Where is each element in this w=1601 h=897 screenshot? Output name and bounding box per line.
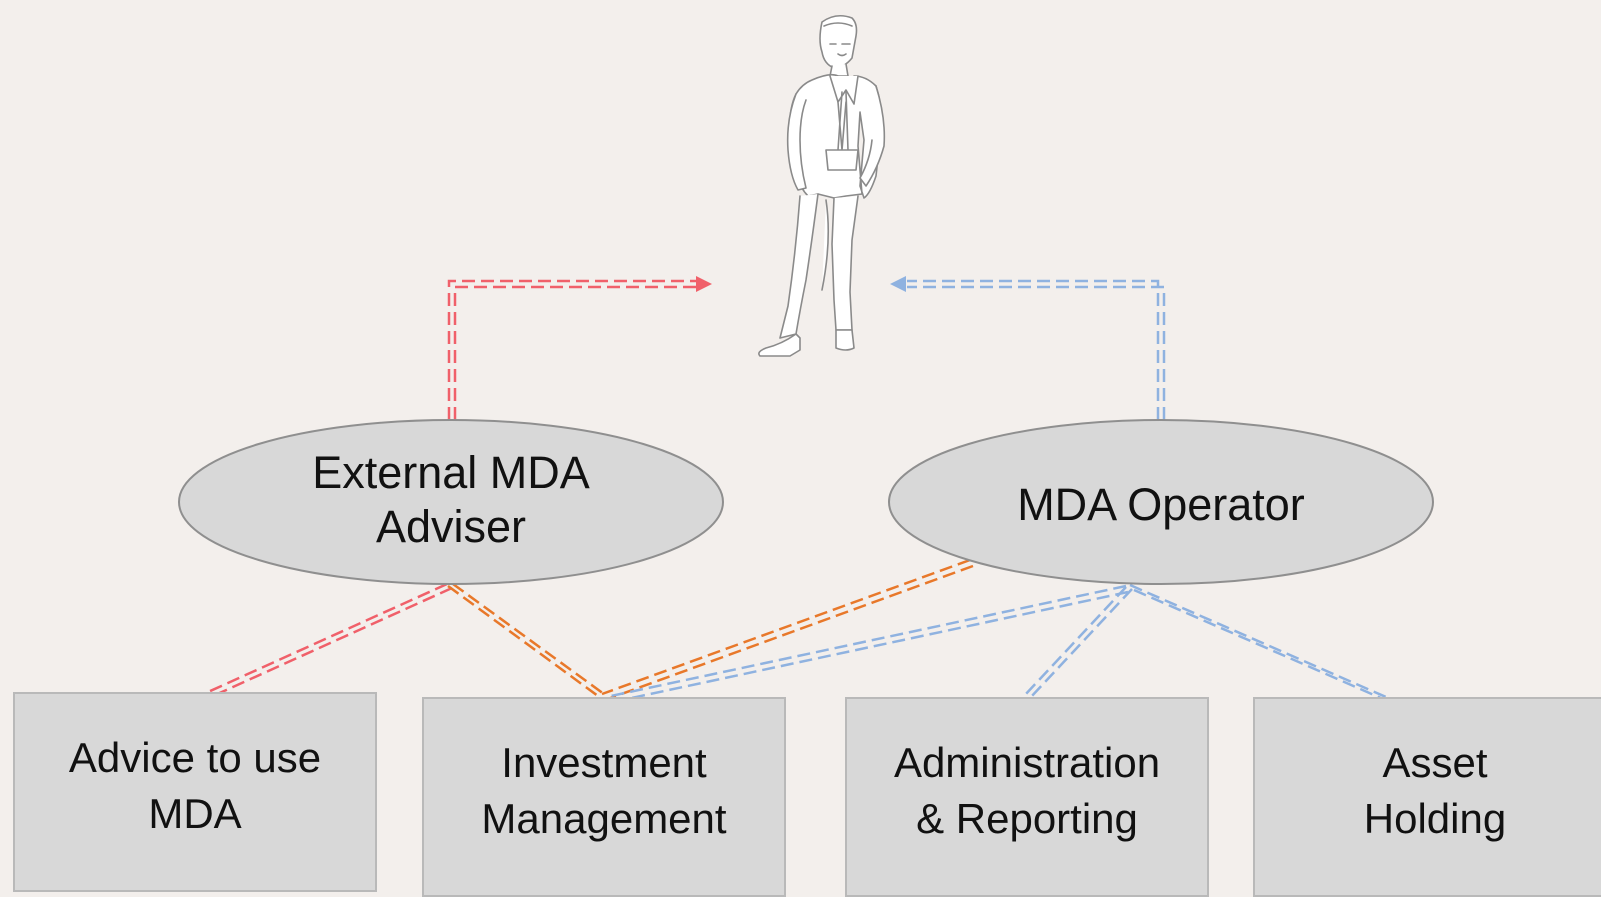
connector-operator-to-person xyxy=(890,276,1166,420)
businessman-sketch-icon xyxy=(758,14,886,357)
connector-adviser-to-advice xyxy=(207,582,453,698)
box-investment-management: Investment Management xyxy=(422,697,786,897)
external-mda-adviser-label: External MDA Adviser xyxy=(312,447,590,552)
connector-operator-to-investment-blue xyxy=(605,584,1129,705)
mda-operator-label: MDA Operator xyxy=(1017,479,1305,530)
arrow-head-icon xyxy=(696,276,712,292)
connector-operator-to-administration xyxy=(1023,586,1133,699)
asset-holding-label: Asset Holding xyxy=(1363,739,1507,842)
ellipse-external-mda-adviser xyxy=(178,419,724,585)
ellipse-mda-operator xyxy=(888,419,1434,585)
box-asset-holding: Asset Holding xyxy=(1253,697,1601,897)
box-advice-to-use-mda: Advice to use MDA xyxy=(13,692,377,892)
investment-management-label: Investment Management xyxy=(481,739,727,842)
box-administration-reporting: Administration & Reporting xyxy=(845,697,1209,897)
arrow-head-icon xyxy=(890,276,906,292)
connector-adviser-to-investment xyxy=(447,582,605,698)
connector-operator-to-asset xyxy=(1129,583,1407,711)
diagram-canvas xyxy=(178,14,1434,711)
administration-reporting-label: Administration & Reporting xyxy=(893,739,1161,842)
connector-adviser-to-person xyxy=(447,276,712,420)
advice-to-use-mda-label: Advice to use MDA xyxy=(68,734,322,837)
connector-operator-to-investment-orange xyxy=(601,558,974,702)
